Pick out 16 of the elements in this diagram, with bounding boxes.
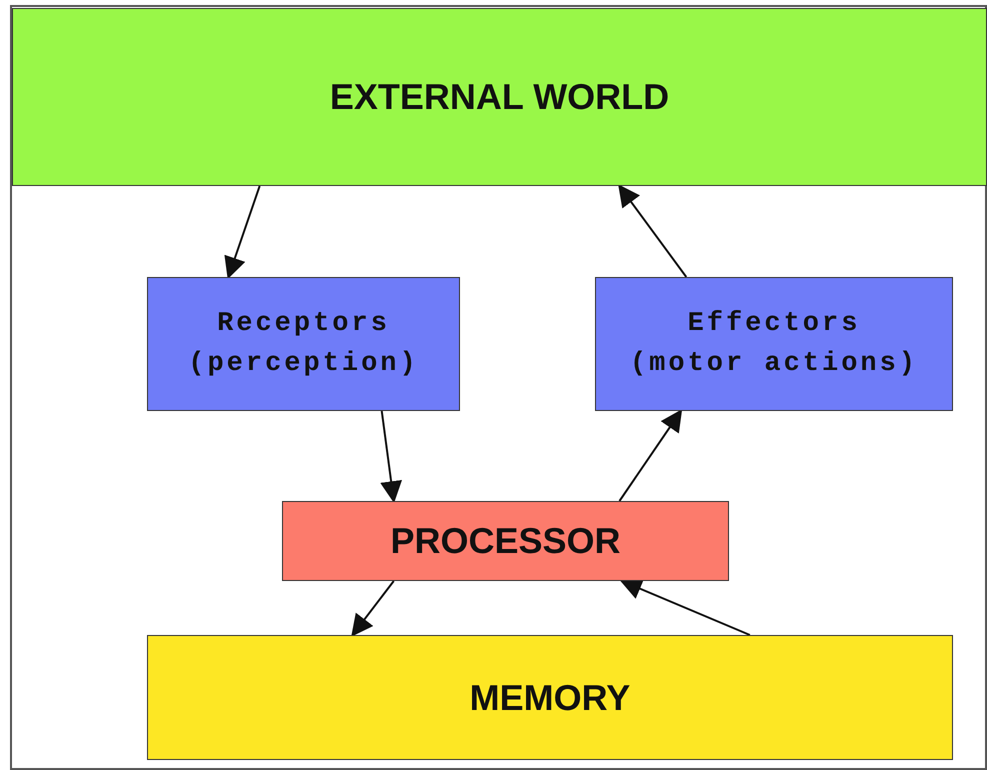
node-label: EXTERNAL WORLD (330, 76, 670, 118)
component-box (147, 635, 953, 760)
arrow (618, 409, 682, 502)
arrow (380, 410, 402, 504)
arrow (351, 580, 395, 637)
node-label: Effectors (motor actions) (628, 308, 920, 381)
node-label: PROCESSOR (390, 520, 621, 562)
arrow (620, 578, 750, 636)
process-box (147, 277, 460, 411)
node-label: MEMORY (470, 676, 630, 718)
component-box (282, 501, 729, 581)
arrow (618, 184, 688, 278)
arrow (224, 186, 261, 280)
component-box (12, 8, 987, 186)
node-label: Receptors (perception) (187, 308, 420, 381)
process-box (595, 277, 953, 411)
